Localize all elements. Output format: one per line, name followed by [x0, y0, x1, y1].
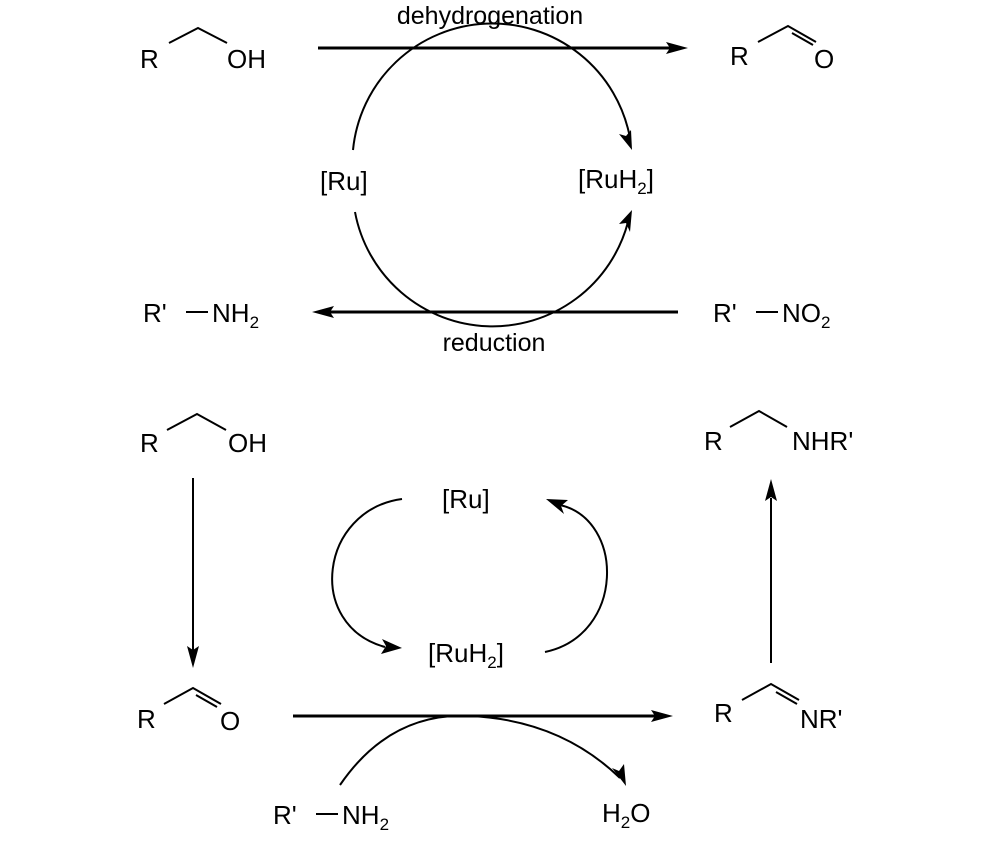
- nitro-top: R' NO2: [713, 298, 830, 332]
- alcohol-top-oh: OH: [227, 44, 266, 74]
- amine-top-sub: 2: [250, 313, 259, 332]
- secondary-amine: R NHR': [704, 409, 853, 456]
- reduction-arrowhead: [312, 306, 334, 318]
- nitro-top-no2: NO2: [782, 298, 830, 332]
- bottom-scheme: R OH R O R' NH2 H2O [Ru] [RuH2]: [137, 409, 853, 834]
- alcohol-top: R OH: [140, 26, 266, 74]
- aldehyde-top-o: O: [814, 44, 834, 74]
- top-ru-label: [Ru]: [320, 166, 368, 196]
- water-o: O: [630, 798, 650, 828]
- top-ruh2-main: [RuH: [578, 164, 637, 194]
- bottom-cycle-right-arc: [544, 504, 609, 653]
- aldehyde-bottom-o: O: [220, 706, 240, 736]
- top-cycle-upper-arc: [352, 22, 631, 151]
- alcohol-bottom: R OH: [140, 412, 267, 458]
- aldehyde-top-bond: [757, 24, 817, 43]
- imine-bond: [741, 682, 800, 701]
- aldehyde-top-double-bond: [791, 32, 814, 46]
- alcohol-bottom-oh: OH: [228, 428, 267, 458]
- reduction-label: reduction: [443, 329, 546, 357]
- bottom-ruh2-close: ]: [497, 638, 504, 668]
- aldehyde-bottom-r: R: [137, 704, 156, 734]
- water-arrowhead: [612, 764, 626, 786]
- amine-reagent-nh2: NH2: [342, 800, 389, 834]
- amine-reagent-nh: NH: [342, 800, 380, 830]
- condensation-arrowhead: [651, 710, 673, 722]
- amine-top-nh: NH: [212, 298, 250, 328]
- aldehyde-bottom: R O: [137, 686, 240, 736]
- water-h: H: [602, 798, 621, 828]
- alcohol-bottom-bond: [166, 412, 227, 431]
- secondary-amine-r: R: [704, 426, 723, 456]
- bottom-cycle-right-arrowhead: [546, 499, 568, 514]
- imine: R NR': [714, 682, 843, 734]
- secondary-amine-nhr: NHR': [792, 426, 853, 456]
- imine-double-bond: [775, 691, 798, 705]
- alcohol-top-r: R: [140, 44, 159, 74]
- bottom-ru-label: [Ru]: [442, 484, 490, 514]
- amine-reagent: R' NH2: [273, 800, 389, 834]
- aldehyde-top-r: R: [730, 41, 749, 71]
- dehydrogenation-arrowhead: [666, 42, 688, 54]
- alcohol-to-aldehyde-arrowhead: [187, 646, 199, 668]
- bottom-ruh2-label: [RuH2]: [428, 638, 504, 672]
- top-cycle-lower-arrowhead: [619, 210, 632, 232]
- top-ruh2-sub: 2: [637, 179, 646, 198]
- amine-reagent-r: R': [273, 800, 297, 830]
- imine-r: R: [714, 698, 733, 728]
- bottom-cycle-left-arrowhead: [381, 639, 402, 654]
- top-cycle-lower-arc: [354, 211, 629, 328]
- bottom-ruh2-main: [RuH: [428, 638, 487, 668]
- alcohol-bottom-r: R: [140, 428, 159, 458]
- imine-nr: NR': [800, 704, 843, 734]
- amine-top-nh2: NH2: [212, 298, 259, 332]
- bottom-ruh2-sub: 2: [487, 653, 496, 672]
- top-ruh2-close: ]: [647, 164, 654, 194]
- water-sub: 2: [621, 813, 630, 832]
- amine-top: R' NH2: [143, 298, 259, 332]
- dehydrogenation-label: dehydrogenation: [397, 2, 583, 30]
- amine-water-curve: [339, 714, 621, 786]
- alcohol-top-bond: [168, 26, 228, 44]
- nitro-top-sub: 2: [821, 313, 830, 332]
- nitro-top-no: NO: [782, 298, 821, 328]
- nitro-top-r: R': [713, 298, 737, 328]
- secondary-amine-bond: [729, 409, 788, 428]
- top-cycle-upper-arrowhead: [619, 130, 632, 150]
- amine-top-r: R': [143, 298, 167, 328]
- bottom-cycle-left-arc: [331, 498, 403, 648]
- aldehyde-bottom-double-bond: [195, 694, 218, 708]
- water-label: H2O: [602, 798, 650, 832]
- top-scheme: R OH dehydrogenation R O [Ru] [RuH2] R' …: [140, 2, 834, 357]
- aldehyde-bottom-bond: [163, 686, 222, 705]
- top-ruh2-label: [RuH2]: [578, 164, 654, 198]
- amine-reagent-sub: 2: [380, 815, 389, 834]
- imine-to-amine-arrowhead: [765, 479, 777, 501]
- aldehyde-top: R O: [730, 24, 834, 74]
